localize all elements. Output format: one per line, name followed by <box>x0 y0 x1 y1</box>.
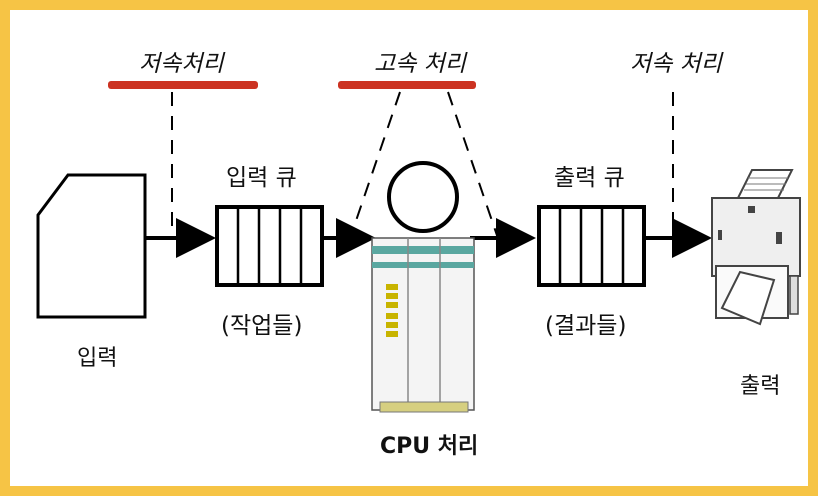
input-device-shape <box>36 173 147 319</box>
cpu-label: CPU 처리 <box>380 434 479 459</box>
output-queue-sublabel: (결과들) <box>545 313 627 339</box>
printer-icon <box>711 169 801 326</box>
output-label: 출력 <box>740 374 781 399</box>
output-queue-label: 출력 큐 <box>554 165 625 191</box>
input-queue-box <box>215 205 324 287</box>
cpu-mainframe-icon <box>371 237 475 413</box>
dashed-triangle-left <box>345 91 401 251</box>
input-label: 입력 <box>77 346 118 371</box>
input-queue-sublabel: (작업들) <box>221 313 303 339</box>
highlight-left <box>108 81 258 89</box>
speed-label-left: 저속처리 <box>139 51 224 77</box>
highlight-center <box>338 81 476 89</box>
speed-label-center: 고속 처리 <box>374 51 466 77</box>
cpu-circle <box>387 161 459 233</box>
output-queue-box <box>537 205 646 287</box>
input-queue-label: 입력 큐 <box>226 165 297 191</box>
speed-label-right: 저속 처리 <box>630 51 722 77</box>
dashed-triangle-right <box>447 91 503 251</box>
